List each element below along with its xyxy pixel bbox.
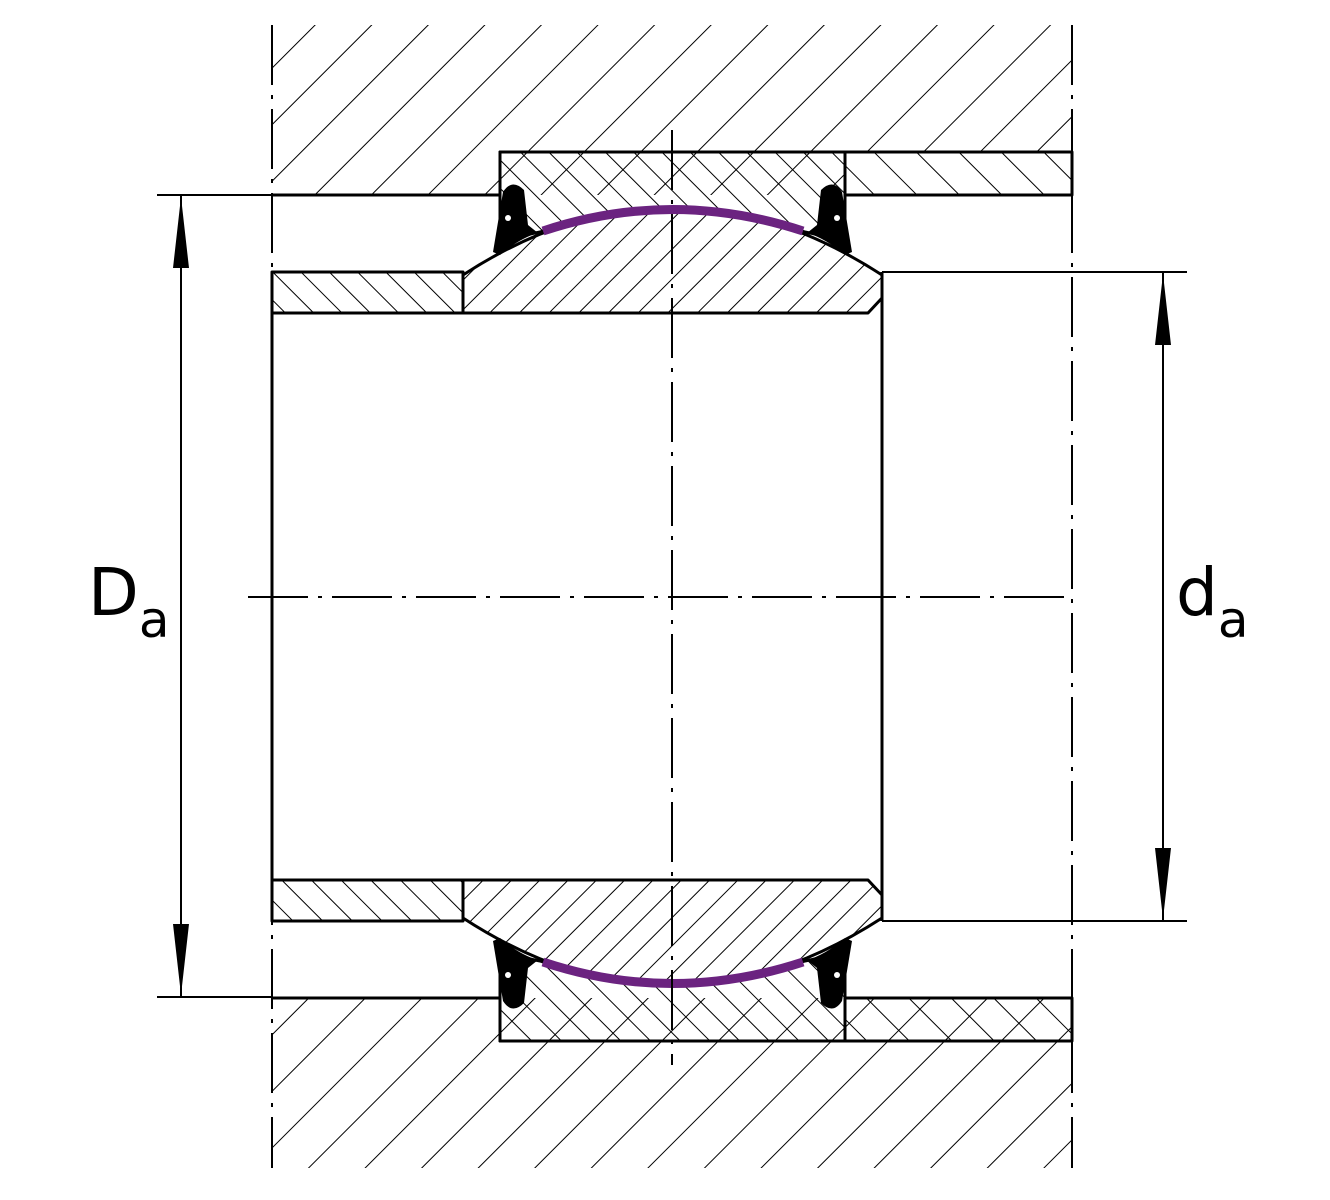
seal-left-upper: [493, 184, 538, 255]
seal-right-lower: [807, 938, 852, 1009]
dimension-label-da: da: [1176, 560, 1249, 646]
dimension-symbol: d: [1176, 554, 1218, 631]
housing-upper: [272, 25, 1072, 195]
seal-left-lower: [493, 938, 538, 1009]
shaft-sleeve-upper: [270, 270, 465, 315]
dimension-symbol: D: [88, 554, 139, 631]
dimension-subscript: a: [1217, 591, 1249, 649]
dimension-label-Da: Da: [88, 560, 169, 646]
dimension-subscript: a: [138, 591, 170, 649]
shaft-sleeve-lower: [270, 878, 465, 923]
housing-spacer-upper: [843, 150, 1074, 197]
dimension-da: [882, 271, 1187, 922]
housing-spacer-lower: [843, 996, 1074, 1043]
dimension-Da: [157, 194, 272, 998]
centerlines: [248, 25, 1073, 1168]
sliding-layer-upper: [541, 205, 805, 236]
upper-section: [270, 25, 1074, 315]
seal-right-upper: [807, 184, 852, 255]
